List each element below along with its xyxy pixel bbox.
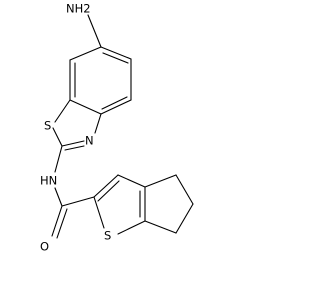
bond-cyclopentane-2 bbox=[175, 174, 194, 205]
bond-thiazole-n-c3a bbox=[94, 113, 102, 134]
bond-thiazole-c2-n bbox=[61, 140, 85, 147]
bond-amino bbox=[87, 14, 102, 48]
molecule-diagram: NH2 S N HN O S bbox=[40, 2, 194, 254]
atom-label-carbonyl-o: O bbox=[40, 240, 49, 254]
atom-label-amino: NH2 bbox=[66, 2, 91, 16]
bond-benzene-6 bbox=[69, 46, 102, 61]
bond-thiophene-c6a-s bbox=[117, 220, 146, 235]
bonds bbox=[51, 14, 194, 239]
bond-carbonyl-ring bbox=[61, 196, 95, 207]
atom-label-benzothiazole-n: N bbox=[85, 134, 94, 148]
bond-thiazole-s-c2 bbox=[52, 127, 63, 147]
bond-cyclopentane-3 bbox=[175, 203, 194, 234]
bond-thiophene-s-c2 bbox=[93, 196, 105, 229]
bond-cyclopentane-4 bbox=[144, 220, 177, 234]
bond-thiophene-c2-c3-inner bbox=[97, 180, 120, 202]
bond-nh-carbonyl bbox=[54, 187, 63, 207]
atom-label-benzothiazole-s: S bbox=[44, 119, 51, 133]
bond-thiazole-c2-n-inner bbox=[64, 145, 85, 151]
bond-thiazole-c7a-s bbox=[54, 99, 71, 123]
bond-benzene-3-inner bbox=[101, 96, 128, 110]
bond-benzene-1-inner bbox=[102, 52, 129, 64]
bond-benzene-1 bbox=[100, 46, 132, 60]
bond-benzene-4 bbox=[69, 99, 102, 115]
bond-benzene-3 bbox=[100, 99, 132, 115]
atom-labels: NH2 S N HN O S bbox=[40, 2, 111, 254]
bond-carbonyl-o bbox=[51, 205, 63, 237]
bond-carbonyl-o-inner bbox=[56, 208, 68, 239]
bond-thiophene-c2-c3 bbox=[93, 174, 119, 198]
bond-cyclopentane-1 bbox=[144, 174, 177, 188]
bond-thiophene-c3-c3a bbox=[117, 174, 146, 188]
atom-label-thiophene-s: S bbox=[104, 229, 111, 243]
bond-c2-nh bbox=[54, 145, 63, 173]
atom-label-amide-nh: HN bbox=[40, 174, 57, 188]
